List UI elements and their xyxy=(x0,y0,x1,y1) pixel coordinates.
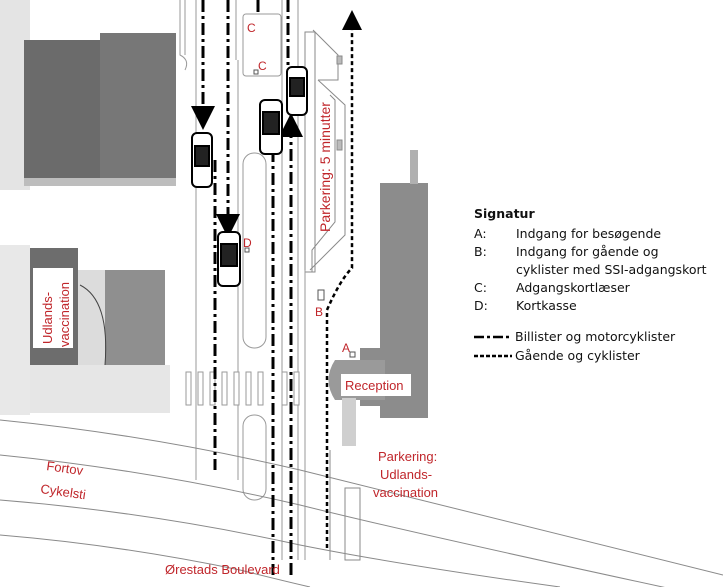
parking-strip xyxy=(304,29,346,273)
legend-line-text: Billister og motorcyklister xyxy=(515,328,676,344)
legend-item-b: B: Indgang for gående og cyklister med S… xyxy=(474,243,714,279)
label-street: Ørestads Boulevard xyxy=(165,562,280,577)
label-a: A xyxy=(342,341,350,355)
legend: Signatur A: Indgang for besøgende B: Ind… xyxy=(474,205,714,365)
legend-title: Signatur xyxy=(474,206,535,221)
legend-line-pedestrians: Gående og cyklister xyxy=(474,346,714,365)
label-d: D xyxy=(243,236,252,250)
car-2 xyxy=(217,231,241,287)
legend-text: Kortkasse xyxy=(516,298,577,313)
motorist-route xyxy=(191,0,303,575)
car-4 xyxy=(286,66,308,116)
car-1 xyxy=(191,132,213,188)
cars xyxy=(191,66,308,287)
legend-item-d: D: Kortkasse xyxy=(474,297,714,315)
label-udlands-1: Udlands- xyxy=(40,292,55,344)
legend-item-a: A: Indgang for besøgende xyxy=(474,225,714,243)
sidewalk-curves xyxy=(0,419,723,587)
point-markers xyxy=(244,69,356,358)
car-3 xyxy=(259,99,283,155)
building-block-left-2 xyxy=(100,33,176,185)
legend-text: Adgangskortlæser xyxy=(516,280,630,295)
label-fortov: Fortov xyxy=(46,458,85,478)
building-block-left-1 xyxy=(24,40,102,185)
legend-lines: Billister og motorcyklister Gående og cy… xyxy=(474,327,714,365)
dash-dot-line-icon xyxy=(474,335,512,338)
label-c-top: C xyxy=(247,21,256,35)
legend-text: Indgang for besøgende xyxy=(516,226,662,241)
label-parking-udlands-1: Parkering: xyxy=(378,449,437,464)
label-c-second: C xyxy=(258,59,267,73)
label-b: B xyxy=(315,305,323,319)
legend-key: A: xyxy=(474,226,487,241)
map-labels: C C D B A Parkering: 5 minutter Udlands-… xyxy=(33,21,438,577)
label-udlands-2: vaccination xyxy=(57,282,72,347)
buildings-right xyxy=(328,150,428,446)
label-cykelsti: Cykelsti xyxy=(40,481,87,502)
legend-item-c: C: Adgangskortlæser xyxy=(474,279,714,297)
legend-text: Indgang for gående og cyklister med SSI-… xyxy=(516,244,707,277)
legend-line-text: Gående og cyklister xyxy=(515,347,640,363)
legend-key: D: xyxy=(474,298,488,313)
legend-line-motorists: Billister og motorcyklister xyxy=(474,327,714,346)
reception-label-box xyxy=(341,374,411,396)
label-parking-udlands-2: Udlands- xyxy=(380,467,432,482)
buildings-left xyxy=(0,0,176,415)
label-reception: Reception xyxy=(345,378,404,393)
label-parking-5min: Parkering: 5 minutter xyxy=(317,102,333,232)
legend-key: C: xyxy=(474,280,487,295)
pedestrian-route xyxy=(325,10,362,548)
crosswalk xyxy=(185,371,300,406)
udlands-label-box xyxy=(33,268,73,348)
dashed-line-icon xyxy=(474,354,512,357)
legend-key: B: xyxy=(474,244,487,259)
label-parking-udlands-3: vaccination xyxy=(373,485,438,500)
